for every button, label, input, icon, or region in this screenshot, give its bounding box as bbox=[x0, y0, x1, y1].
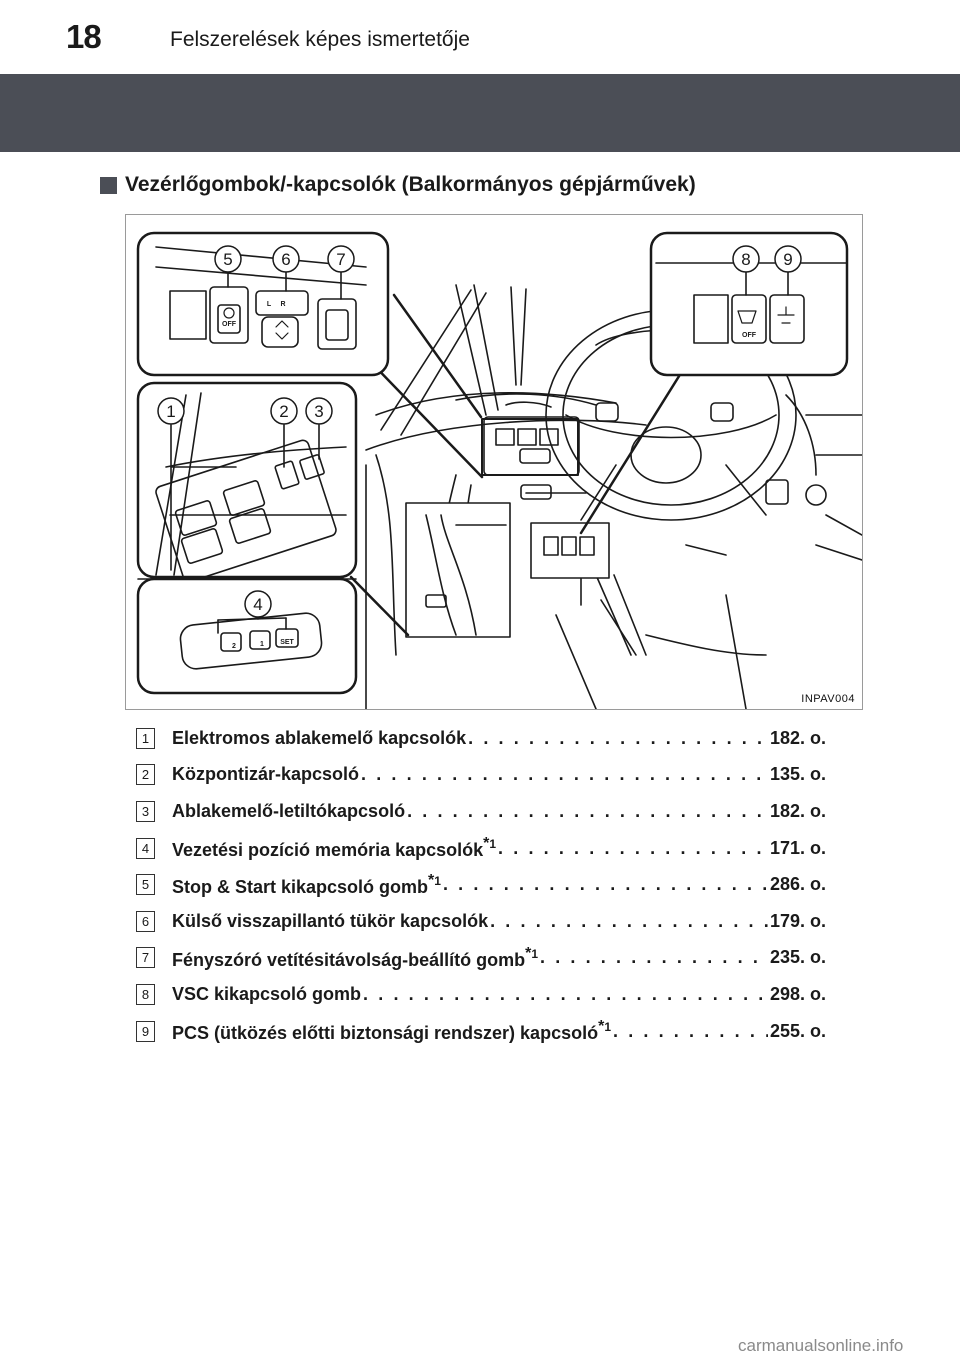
list-item: 6 Külső visszapillantó tükör kapcsolók 1… bbox=[136, 903, 826, 940]
item-number: 7 bbox=[136, 947, 155, 969]
list-item: 9 PCS (ütközés előtti biztonsági rendsze… bbox=[136, 1013, 826, 1050]
vsc-car-icon bbox=[737, 310, 757, 324]
page-reference[interactable]: 182. o. bbox=[769, 727, 826, 748]
callout-8-circle bbox=[732, 245, 760, 273]
callout-8-label: 8 bbox=[741, 250, 750, 269]
callout-2-label: 2 bbox=[279, 402, 288, 421]
memory-1-text: 1 bbox=[260, 641, 264, 648]
dot-leader bbox=[361, 764, 768, 785]
item-label: Központizár-kapcsoló bbox=[172, 764, 360, 785]
list-item: 7 Fényszóró vetítésitávolság-beállító go… bbox=[136, 940, 826, 977]
page-reference[interactable]: 255. o. bbox=[769, 1020, 826, 1041]
header-band bbox=[0, 74, 960, 152]
section-marker-icon bbox=[100, 176, 117, 194]
footnote-marker: 1 bbox=[483, 837, 496, 851]
item-number: 2 bbox=[136, 764, 155, 786]
mirror-l-text: L bbox=[267, 301, 272, 308]
item-number: 6 bbox=[136, 910, 155, 932]
list-item: 1 Elektromos ablakemelő kapcsolók 182. o… bbox=[136, 720, 826, 757]
mirror-r-text: R bbox=[280, 301, 285, 308]
window-switch-callout bbox=[136, 381, 358, 579]
footnote-marker: 1 bbox=[598, 1020, 611, 1034]
control-index-list: 1 Elektromos ablakemelő kapcsolók 182. o… bbox=[136, 720, 826, 1049]
page-reference[interactable]: 179. o. bbox=[769, 910, 826, 931]
section-title: Vezérlőgombok/-kapcsolók (Balkormányos g… bbox=[125, 173, 696, 196]
item-number: 9 bbox=[136, 1020, 155, 1042]
list-item: 5 Stop & Start kikapcsoló gomb1 286. o. bbox=[136, 866, 826, 903]
memory-2-text: 2 bbox=[232, 643, 236, 650]
dot-leader bbox=[498, 838, 768, 859]
item-label: Elektromos ablakemelő kapcsolók bbox=[172, 727, 467, 748]
callout-1-circle bbox=[157, 397, 185, 425]
item-label: VSC kikapcsoló gomb bbox=[172, 983, 362, 1004]
stop-start-off-text: OFF bbox=[222, 321, 237, 328]
callout-7-label: 7 bbox=[336, 250, 345, 269]
mirror-adjust-icon bbox=[275, 320, 289, 340]
figure-code: INPAV004 bbox=[799, 693, 857, 705]
list-item: 3 Ablakemelő-letiltókapcsoló 182. o. bbox=[136, 793, 826, 830]
callout-5-circle bbox=[214, 245, 242, 273]
item-number: 4 bbox=[136, 837, 155, 859]
list-item: 8 VSC kikapcsoló gomb 298. o. bbox=[136, 976, 826, 1013]
dashboard-line-drawing: 5 6 7 8 9 1 2 3 4 OFF L R OFF SET 1 2 bbox=[136, 231, 862, 709]
footnote-marker: 1 bbox=[428, 874, 441, 888]
dot-leader bbox=[540, 947, 768, 968]
callout-5-label: 5 bbox=[223, 250, 232, 269]
pcs-icon bbox=[777, 306, 795, 324]
callout-6-circle bbox=[272, 245, 300, 273]
item-number: 3 bbox=[136, 800, 155, 822]
callout-6-label: 6 bbox=[281, 250, 290, 269]
page-reference[interactable]: 182. o. bbox=[769, 800, 826, 821]
footnote-marker: 1 bbox=[525, 947, 538, 961]
item-label: Ablakemelő-letiltókapcsoló bbox=[172, 800, 406, 821]
page-reference[interactable]: 286. o. bbox=[769, 874, 826, 895]
item-number: 5 bbox=[136, 874, 155, 896]
dot-leader bbox=[490, 911, 768, 932]
callout-7-circle bbox=[327, 245, 355, 273]
watermark: carmanualsonline.info bbox=[738, 1336, 904, 1355]
item-label: Vezetési pozíció memória kapcsolók1 bbox=[172, 835, 496, 861]
callout-4-label: 4 bbox=[253, 595, 262, 614]
dot-leader bbox=[407, 801, 768, 822]
page-reference[interactable]: 298. o. bbox=[769, 983, 826, 1004]
switch-location-box bbox=[481, 418, 579, 476]
dot-leader bbox=[443, 874, 768, 895]
dot-leader bbox=[613, 1021, 768, 1042]
item-label: Külső visszapillantó tükör kapcsolók bbox=[172, 910, 489, 931]
item-label: PCS (ütközés előtti biztonsági rendszer)… bbox=[172, 1018, 611, 1044]
stop-start-icon bbox=[223, 307, 235, 319]
item-number: 8 bbox=[136, 983, 155, 1005]
dot-leader bbox=[363, 984, 768, 1005]
page-header: 18 Felszerelések képes ismertetője bbox=[0, 0, 960, 66]
section-heading: Vezérlőgombok/-kapcsolók (Balkormányos g… bbox=[100, 168, 696, 202]
list-item: 4 Vezetési pozíció memória kapcsolók1 17… bbox=[136, 830, 826, 867]
callout-9-circle bbox=[774, 245, 802, 273]
page-reference[interactable]: 171. o. bbox=[769, 837, 826, 858]
callout-3-label: 3 bbox=[314, 402, 323, 421]
console-inset bbox=[530, 522, 610, 579]
callout-3-circle bbox=[305, 397, 333, 425]
running-title: Felszerelések képes ismertetője bbox=[170, 28, 470, 51]
page-number: 18 bbox=[66, 18, 102, 55]
item-label: Fényszóró vetítésitávolság-beállító gomb… bbox=[172, 945, 538, 971]
controls-illustration: 5 6 7 8 9 1 2 3 4 OFF L R OFF SET 1 2 IN… bbox=[125, 214, 863, 710]
item-number: 1 bbox=[136, 727, 155, 749]
dot-leader bbox=[468, 728, 768, 749]
memory-set-text: SET bbox=[280, 639, 294, 646]
item-label: Stop & Start kikapcsoló gomb1 bbox=[172, 872, 441, 898]
callout-2-circle bbox=[270, 397, 298, 425]
list-item: 2 Központizár-kapcsoló 135. o. bbox=[136, 757, 826, 794]
page-reference[interactable]: 235. o. bbox=[769, 947, 826, 968]
callout-4-circle bbox=[244, 590, 272, 618]
vsc-off-text: OFF bbox=[742, 332, 757, 339]
callout-1-label: 1 bbox=[166, 402, 175, 421]
callout-9-label: 9 bbox=[783, 250, 792, 269]
page-reference[interactable]: 135. o. bbox=[769, 764, 826, 785]
vsc-pcs-callout bbox=[649, 231, 849, 377]
